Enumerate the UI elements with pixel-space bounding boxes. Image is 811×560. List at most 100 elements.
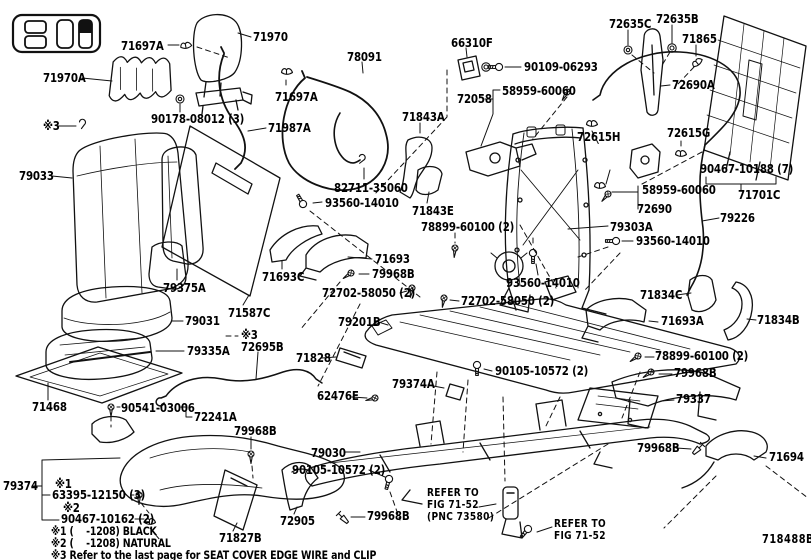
screw-icon <box>107 403 115 418</box>
clip-icon <box>143 518 157 525</box>
bolt-icon <box>472 360 482 377</box>
part-label: 90467-10162 (2) <box>61 511 155 526</box>
part-label: 79968B <box>234 423 277 438</box>
screw-icon <box>601 190 612 202</box>
part-label: 72695B <box>241 339 284 354</box>
spring-frame-79201B <box>364 298 741 394</box>
part-label: 79303A <box>610 219 653 234</box>
pin-icon <box>335 510 350 525</box>
part-label: 90109-06293 <box>524 59 598 74</box>
part-label: 78899-60100 (2) <box>655 348 749 363</box>
part-label: ※3 <box>43 118 60 133</box>
seat-back-frame-79303A <box>490 124 607 315</box>
screw-icon <box>642 368 655 378</box>
bracket-79374A <box>445 383 465 401</box>
bolt-icon <box>528 248 538 265</box>
part-label: 79968B <box>637 440 680 455</box>
ring-icon <box>667 43 677 53</box>
edge-wire-72695B <box>155 368 323 407</box>
part-label: 72635B <box>656 11 699 26</box>
panel-79337 <box>577 387 659 429</box>
part-label: 90178-08012 (3) <box>151 111 245 126</box>
reference-note: REFER TO FIG 71-52 <box>554 517 606 542</box>
screw-icon <box>408 284 416 298</box>
part-label: 90105-10572 (2) <box>495 363 589 378</box>
part-label: 79375A <box>163 280 206 295</box>
part-label: 72905 <box>280 513 315 528</box>
part-label: 71970A <box>43 70 86 85</box>
clip-icon <box>674 150 688 157</box>
screw-icon <box>561 88 571 101</box>
part-label: 71701C <box>738 187 781 202</box>
screw-icon <box>629 352 642 362</box>
part-label: 79335A <box>187 343 230 358</box>
footnote: ※2 ( -1208) NATURAL <box>51 536 171 550</box>
part-label: ※2 <box>63 500 80 515</box>
part-label: 79226 <box>720 210 755 225</box>
part-label: 63395-12150 (3) <box>52 487 146 502</box>
part-label: 93560-14010 <box>325 195 399 210</box>
lock-72690 <box>629 143 661 179</box>
screw-icon <box>342 269 355 279</box>
part-label: 71843A <box>402 109 445 124</box>
bolster-79375A <box>148 146 204 290</box>
part-label: 71693 <box>375 251 410 266</box>
cable-78091 <box>281 70 389 191</box>
screw-icon <box>440 294 448 308</box>
bracket-71693C <box>269 225 323 263</box>
part-label: 79201B <box>338 314 381 329</box>
switch-66310F <box>457 55 481 81</box>
part-label: 72702-58050 (2) <box>461 293 555 308</box>
screw-icon <box>365 394 379 402</box>
strip-71828 <box>335 347 367 369</box>
bolt-icon <box>384 474 394 491</box>
part-label: 71694 <box>769 449 804 464</box>
part-label: 71865 <box>682 31 717 46</box>
part-label: ※1 <box>55 476 72 491</box>
figure-id: 718488B <box>762 532 811 546</box>
back-panel-grid <box>703 15 807 181</box>
part-label: 71828 <box>296 350 331 365</box>
part-label: 71468 <box>32 399 67 414</box>
part-label: 79374A <box>392 376 435 391</box>
part-label: 71587C <box>228 305 271 320</box>
belt-guide-72905 <box>281 461 319 511</box>
part-label: 71843E <box>412 203 454 218</box>
cover-72241A <box>91 415 135 444</box>
part-label: 90105-10572 (2) <box>292 462 386 477</box>
panel-71843A <box>399 136 433 199</box>
ring-icon <box>481 62 491 72</box>
part-label: 79968B <box>372 266 415 281</box>
part-label: 90467-10188 (7) <box>700 161 794 176</box>
bolt-icon <box>296 193 308 209</box>
part-label: 79374 <box>3 478 38 493</box>
lever-72690A <box>640 28 664 116</box>
part-label: 78899-60100 (2) <box>421 219 515 234</box>
part-label: 93560-14010 <box>506 275 580 290</box>
screw-icon <box>451 244 459 259</box>
bracket-71834C <box>687 274 717 313</box>
part-label: 79968B <box>367 508 410 523</box>
footnote: ※1 ( -1208) BLACK <box>51 524 157 538</box>
clip-icon <box>585 120 599 127</box>
part-label: 71693A <box>661 313 704 328</box>
back-board-71587C <box>161 125 281 297</box>
bracket-71834B <box>723 281 754 341</box>
part-label: 79030 <box>311 445 346 460</box>
part-label: 71987A <box>268 120 311 135</box>
part-label: 72702-58050 (2) <box>322 285 416 300</box>
leader-lines <box>32 24 777 533</box>
reference-note: REFER TO FIG 71-52 (PNC 73580) <box>427 486 495 523</box>
screw-icon <box>135 491 143 506</box>
part-label: 72241A <box>194 409 237 424</box>
strip-71827B <box>213 469 258 531</box>
part-label: 71693C <box>262 269 305 284</box>
nut-icon <box>623 45 633 55</box>
part-label: 79033 <box>19 168 54 183</box>
part-label: 71697A <box>275 89 318 104</box>
seatbelt-buckle <box>501 486 523 539</box>
cushion-cover-71468 <box>15 346 183 404</box>
clip-icon <box>280 68 294 75</box>
seat-cushion-pad-79335A <box>45 328 153 381</box>
